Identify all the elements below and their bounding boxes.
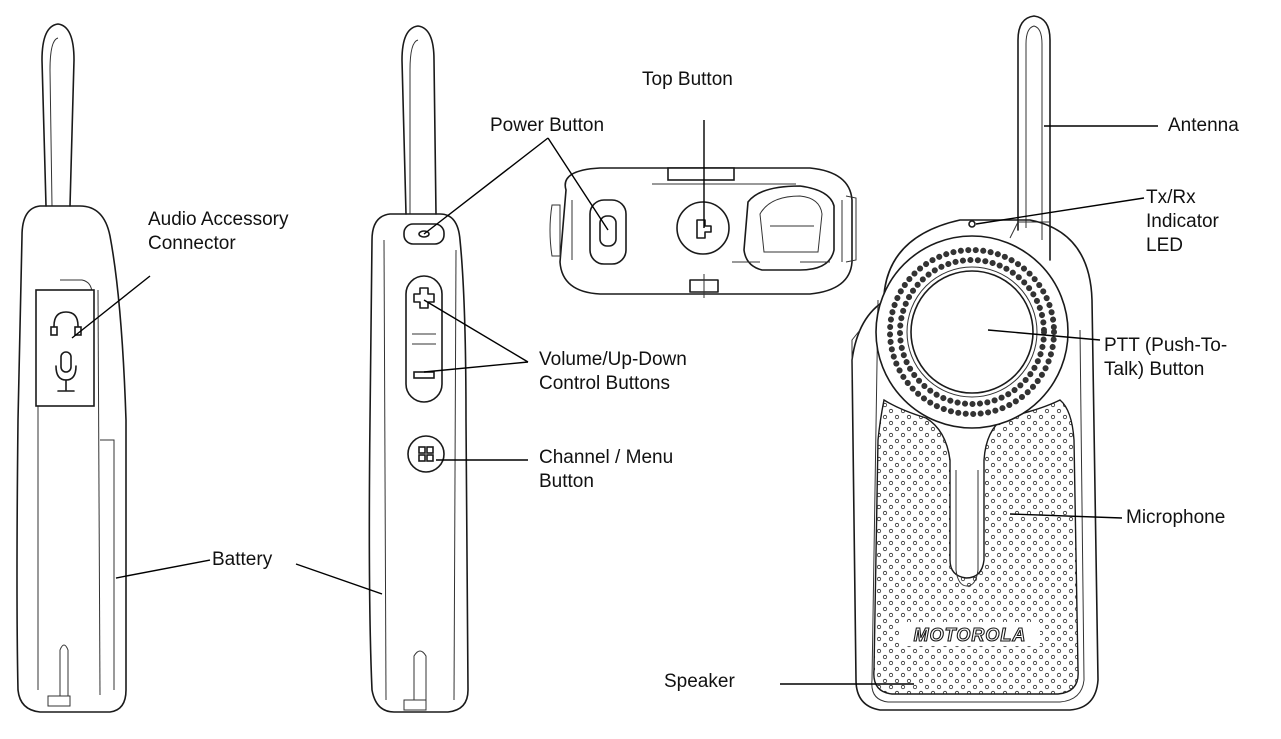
label-audio-line-2: Connector [148,233,236,254]
label-volume-line-2: Control Buttons [539,373,670,394]
headphone-icon [50,311,82,336]
label-led-line-2: Indicator [1146,211,1219,232]
label-ptt-button: PTT (Push-To- Talk) Button [1104,334,1227,382]
label-power-button: Power Button [490,115,605,136]
label-audio-line-1: Audio Accessory [148,209,289,230]
audio-accessory-panel [35,289,95,407]
label-battery: Battery [212,549,273,570]
front-view: MOTOROLA [851,15,1099,711]
microphone-icon [55,351,77,392]
motorola-logo: MOTOROLA [914,625,1027,645]
label-volume-buttons: Volume/Up-Down Control Buttons [539,348,687,396]
plus-icon[interactable] [413,287,435,309]
label-channel-line-1: Channel / Menu [539,447,674,468]
leader-lines [71,120,1158,685]
label-led-line-1: Tx/Rx [1146,187,1196,208]
minus-icon[interactable] [413,371,435,379]
label-ptt-line-2: Talk) Button [1104,359,1205,380]
label-led-line-3: LED [1146,235,1183,256]
microphone-grill [873,398,1079,695]
menu-grid-icon [418,446,434,462]
volume-rocker[interactable] [405,275,443,403]
label-antenna: Antenna [1168,115,1239,136]
top-view [549,167,857,298]
label-audio-accessory-connector: Audio Accessory Connector [148,208,288,256]
label-channel-menu-button: Channel / Menu Button [539,446,673,494]
label-channel-line-2: Button [539,471,594,492]
label-speaker: Speaker [664,671,735,692]
label-top-button: Top Button [642,69,733,90]
label-ptt-line-1: PTT (Push-To- [1104,335,1228,356]
top-button[interactable] [676,201,730,255]
label-volume-line-1: Volume/Up-Down [539,349,687,370]
label-led: Tx/Rx Indicator LED [1146,186,1219,258]
side-view-left [16,23,127,713]
channel-menu-button[interactable] [407,435,445,473]
label-microphone: Microphone [1126,507,1226,528]
